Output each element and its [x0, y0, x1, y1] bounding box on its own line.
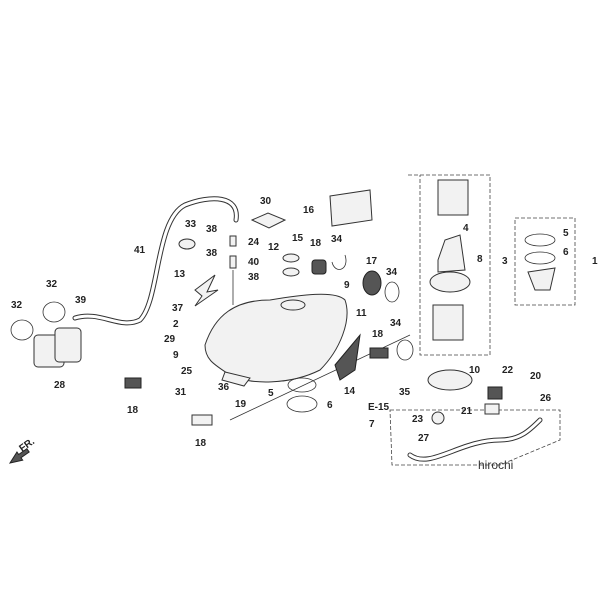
- callout: 37: [172, 303, 184, 314]
- callout: 4: [463, 223, 469, 234]
- bellows-17: [362, 270, 382, 296]
- pump-base: [432, 304, 464, 341]
- fuel-pump: [437, 234, 466, 273]
- clamp-33: [178, 238, 196, 250]
- callout: 5: [563, 228, 569, 239]
- callout: 17: [366, 256, 378, 267]
- fuel-hose-group-bracket: [389, 409, 561, 466]
- callout: 26: [540, 393, 552, 404]
- callout: 36: [218, 382, 230, 393]
- callout: 32: [46, 279, 58, 290]
- canister-band: [42, 301, 66, 323]
- grommet-23: [431, 411, 445, 425]
- tank-filler-neck: [280, 299, 306, 311]
- fuel-feed-hose: [407, 417, 543, 462]
- callout: 38: [206, 248, 218, 259]
- pump-kit-bracket: [514, 217, 576, 306]
- callout: 41: [134, 245, 146, 256]
- filler-cap-part: [282, 253, 300, 263]
- watermark: hirochi: [478, 458, 513, 472]
- callout: 34: [386, 267, 398, 278]
- callout: 34: [331, 234, 343, 245]
- callouts: 30 16 38 24 33 41 12 15 18 34 38 40 13 3…: [11, 196, 598, 449]
- cushion-18: [369, 347, 389, 359]
- cushion-18: [191, 414, 213, 426]
- callout: 23: [412, 414, 424, 425]
- callout: 35: [399, 387, 411, 398]
- setting-plate-10: [427, 369, 473, 391]
- sheet-19: [221, 371, 251, 387]
- valve-24: [229, 235, 237, 247]
- cushion-18: [311, 259, 327, 275]
- callout: 33: [185, 219, 197, 230]
- callout: 27: [418, 433, 430, 444]
- callout: 12: [268, 242, 280, 253]
- callout: 9: [173, 350, 179, 361]
- sheet-30: [250, 212, 287, 229]
- callout: 6: [327, 400, 333, 411]
- callout: 38: [206, 224, 218, 235]
- callout: 16: [303, 205, 315, 216]
- callout: 21: [461, 406, 473, 417]
- callout: 28: [54, 380, 66, 391]
- callout: 15: [292, 233, 304, 244]
- callout: 20: [530, 371, 542, 382]
- callout: 18: [372, 329, 384, 340]
- gasket-6: [286, 395, 318, 413]
- callout: 9: [344, 280, 350, 291]
- callout: 18: [195, 438, 207, 449]
- callout: 19: [235, 399, 247, 410]
- reference-code: E-15: [368, 402, 390, 413]
- fuel-pump-group-bracket: [408, 174, 491, 356]
- callout: 10: [469, 365, 481, 376]
- callout: 30: [260, 196, 272, 207]
- callout: 22: [502, 365, 514, 376]
- front-arrow-icon: [8, 448, 30, 464]
- callout: 29: [164, 334, 176, 345]
- callout: 40: [248, 257, 260, 268]
- callout: 32: [11, 300, 23, 311]
- breather-hose: [72, 196, 239, 326]
- filler-seal: [282, 267, 300, 277]
- callout: 7: [369, 419, 375, 430]
- cover-21: [484, 403, 500, 415]
- gasket-5: [287, 377, 317, 393]
- canister-band: [10, 319, 34, 341]
- callout: 11: [356, 308, 367, 319]
- bracket-13: [194, 274, 219, 307]
- callout: 39: [75, 295, 87, 306]
- callout: 31: [175, 387, 187, 398]
- callout: 18: [310, 238, 322, 249]
- callout: 5: [268, 388, 274, 399]
- callout: 24: [248, 237, 260, 248]
- clip-34: [331, 254, 347, 270]
- callout: 3: [502, 256, 508, 267]
- callout: 38: [248, 272, 260, 283]
- callout: 2: [173, 319, 179, 330]
- sponge-block: [329, 189, 373, 227]
- callout: 34: [390, 318, 402, 329]
- pump-cover: [437, 179, 469, 216]
- joint-22: [487, 386, 503, 400]
- callout: 6: [563, 247, 569, 258]
- callout: 1: [592, 256, 598, 267]
- callout: 18: [127, 405, 139, 416]
- fuel-tank: [204, 293, 348, 383]
- callout: 8: [477, 254, 483, 265]
- callout: 25: [181, 366, 193, 377]
- callout: 13: [174, 269, 186, 280]
- emblem-14: [334, 333, 361, 381]
- tube-40: [229, 255, 237, 269]
- callout: 14: [344, 386, 356, 397]
- pump-gasket: [429, 271, 471, 293]
- cushion-18: [124, 377, 142, 389]
- front-marker: FR.: [17, 436, 37, 454]
